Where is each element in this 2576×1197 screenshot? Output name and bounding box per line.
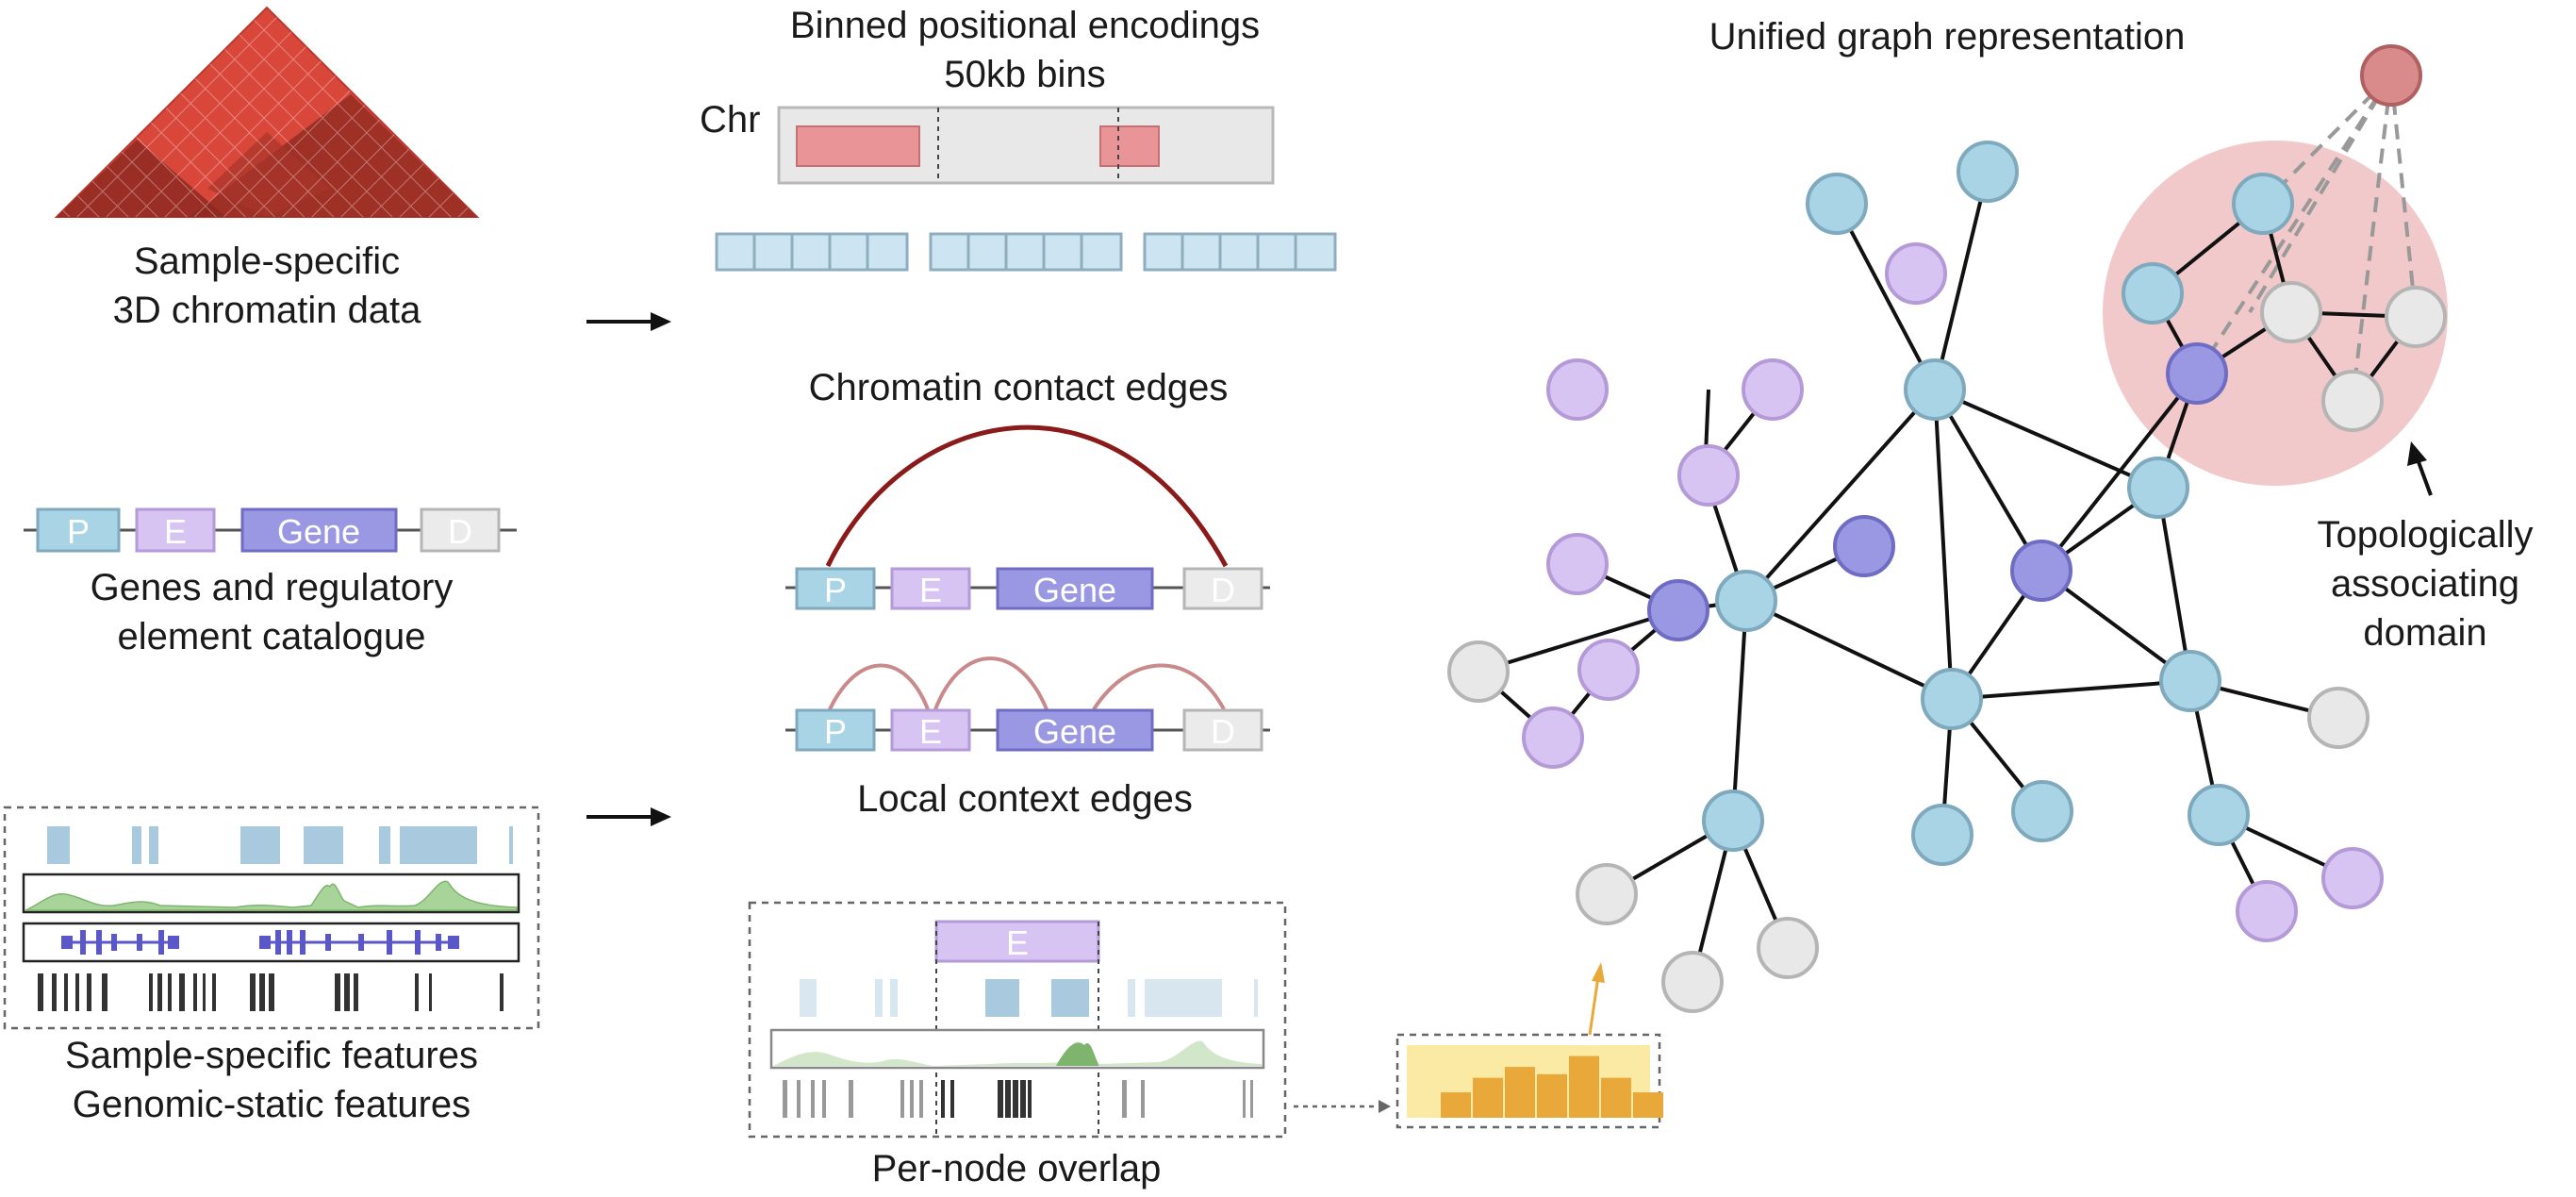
graph-node: [2232, 173, 2294, 235]
histogram-bar: [1569, 1056, 1599, 1118]
graph-node: [2307, 687, 2370, 749]
overlap-enhancer-label: E: [1006, 923, 1029, 962]
graph-node: [1911, 804, 1973, 866]
histogram-bar: [1441, 1092, 1471, 1118]
graph-node: [1677, 444, 1740, 507]
graph-node: [2011, 780, 2073, 842]
dotted-arrow-icon: [1294, 1100, 1391, 1113]
graph-node: [1921, 668, 1983, 730]
gene-model-icon: [61, 930, 459, 955]
local-edges-title: Local context edges: [857, 778, 1193, 820]
graph-node: [2188, 784, 2250, 846]
chr-label: Chr: [700, 99, 760, 141]
tad-label-3: domain: [2363, 612, 2486, 654]
graph-node: [1885, 242, 1947, 305]
graph-node: [1742, 358, 1804, 421]
graph-node: [1904, 358, 1966, 421]
chromatin-data-label-1: Sample-specific: [134, 241, 400, 282]
arrow-right-icon: [586, 807, 671, 826]
histogram-bar: [1537, 1073, 1567, 1118]
overlap-label: Per-node overlap: [872, 1148, 1162, 1189]
arrow-right-icon: [586, 312, 671, 331]
graph-node: [1806, 173, 1868, 235]
gene-catalogue-label-2: element catalogue: [118, 616, 426, 657]
graph-node: [1715, 570, 1777, 632]
gene-catalogue-label-1: Genes and regulatory: [91, 567, 454, 608]
features-label-2: Genomic-static features: [73, 1084, 471, 1125]
graph-node: [2166, 342, 2228, 405]
orange-arrow-icon: [1588, 962, 1605, 1036]
graph-node: [1576, 863, 1638, 925]
graph-node: [2321, 370, 2384, 432]
graph-node: [2010, 540, 2072, 602]
graph-node: [2260, 281, 2322, 343]
chromatin-data-label-2: 3D chromatin data: [113, 290, 422, 331]
graph-node: [2127, 457, 2189, 519]
gene-box-label: Gene: [1033, 571, 1116, 609]
histogram-bar: [1505, 1067, 1535, 1118]
graph-node: [1522, 707, 1584, 769]
histogram-bar: [1633, 1092, 1663, 1118]
graph-node: [1757, 917, 1819, 979]
promoter-box-label: P: [67, 512, 90, 551]
distal-box-label: D: [1211, 571, 1235, 609]
bin-cells: [715, 232, 1337, 272]
enhancer-box-label: E: [919, 571, 942, 609]
gene-box-label: Gene: [1033, 712, 1116, 751]
features-label-1: Sample-specific features: [65, 1035, 478, 1076]
graph-node: [2122, 262, 2184, 324]
feature-tracks: [3, 806, 540, 1030]
feature-histogram: [1395, 1033, 1663, 1129]
graph-node: [1833, 515, 1895, 577]
enhancer-box-label: E: [164, 512, 187, 551]
binned-encodings-subtitle: 50kb bins: [944, 54, 1105, 95]
gene-box-label: Gene: [277, 512, 360, 551]
local-edge-row: P E Gene D: [785, 657, 1270, 752]
graph-node: [2360, 44, 2422, 107]
graph-node: [2321, 847, 2384, 909]
graph-title: Unified graph representation: [1709, 16, 2186, 58]
graph-node: [1661, 951, 1724, 1013]
promoter-box-label: P: [824, 712, 847, 751]
tad-label-1: Topologically: [2317, 514, 2533, 556]
graph-node: [2236, 880, 2298, 942]
graph-nodes: [1447, 44, 2447, 1013]
graph-node: [1577, 639, 1640, 701]
graph-node: [1647, 579, 1709, 641]
graph-node: [1447, 640, 1510, 703]
graph-node: [1546, 358, 1609, 421]
tad-arrow-icon: [2407, 441, 2433, 496]
gene-catalogue-track: P E Gene D: [24, 507, 517, 553]
overlap-panel: E: [748, 901, 1287, 1139]
graph-node: [2159, 650, 2221, 712]
chromatin-heatmap: [54, 6, 480, 218]
distal-box-label: D: [1211, 712, 1235, 751]
contact-edges-title: Chromatin contact edges: [809, 367, 1229, 408]
histogram-bar: [1601, 1077, 1631, 1118]
distal-box-label: D: [448, 512, 472, 551]
graph-node: [1546, 533, 1609, 595]
tad-label-2: associating: [2331, 563, 2519, 605]
graph-node: [1702, 790, 1764, 852]
histogram-bar: [1473, 1077, 1503, 1118]
binned-encodings-title: Binned positional encodings: [790, 5, 1260, 46]
contact-edge-row: P E Gene D: [785, 424, 1270, 610]
chromosome-bar: [777, 106, 1275, 185]
enhancer-box-label: E: [919, 712, 942, 751]
graph-node: [1957, 141, 2019, 203]
bin-dividers: [752, 234, 1297, 270]
promoter-box-label: P: [824, 571, 847, 609]
graph-node: [2385, 286, 2447, 348]
